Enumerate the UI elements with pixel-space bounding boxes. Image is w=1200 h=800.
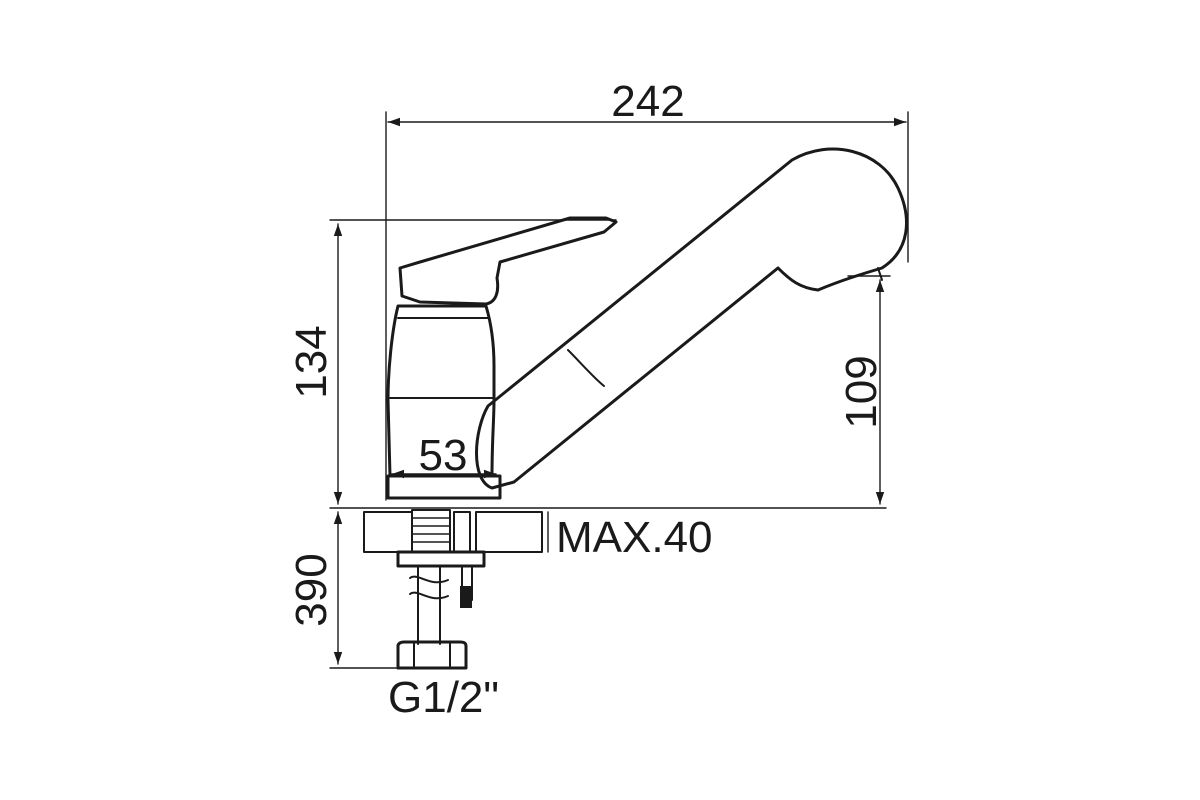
dimension-base-diameter: 53 xyxy=(391,431,497,480)
stud-nut xyxy=(460,586,472,608)
label-body-height: 134 xyxy=(287,325,336,398)
faucet-body xyxy=(386,147,908,500)
counter-cross-section: MAX.40 xyxy=(363,511,713,562)
flexible-hose xyxy=(409,565,449,645)
dimension-below-counter: 390 xyxy=(287,511,399,669)
lever-handle xyxy=(398,216,618,306)
mounting-stud xyxy=(453,511,471,553)
label-max-counter-thickness: MAX.40 xyxy=(556,513,713,562)
fixing-plate xyxy=(396,550,486,568)
label-base-diameter: 53 xyxy=(419,431,468,480)
spout-nozzle-tip xyxy=(877,267,883,281)
threaded-shank xyxy=(411,509,451,553)
hose-connector-nut xyxy=(396,640,468,670)
mounting-hardware: G1/2" xyxy=(388,509,499,722)
pull-out-spout xyxy=(475,147,908,490)
label-spout-height: 109 xyxy=(837,355,886,428)
dimension-spout-height: 109 xyxy=(837,275,891,505)
counter-section-left xyxy=(363,511,413,553)
label-overall-width: 242 xyxy=(611,77,684,126)
dimension-body-height: 134 xyxy=(287,219,617,505)
spout-joint-seam xyxy=(567,349,605,387)
dimension-overall-width: 242 xyxy=(385,77,909,501)
cartridge-body xyxy=(386,304,496,478)
label-thread-size: G1/2" xyxy=(388,673,499,722)
counter-section-right xyxy=(475,511,543,553)
label-below-counter: 390 xyxy=(287,553,336,626)
